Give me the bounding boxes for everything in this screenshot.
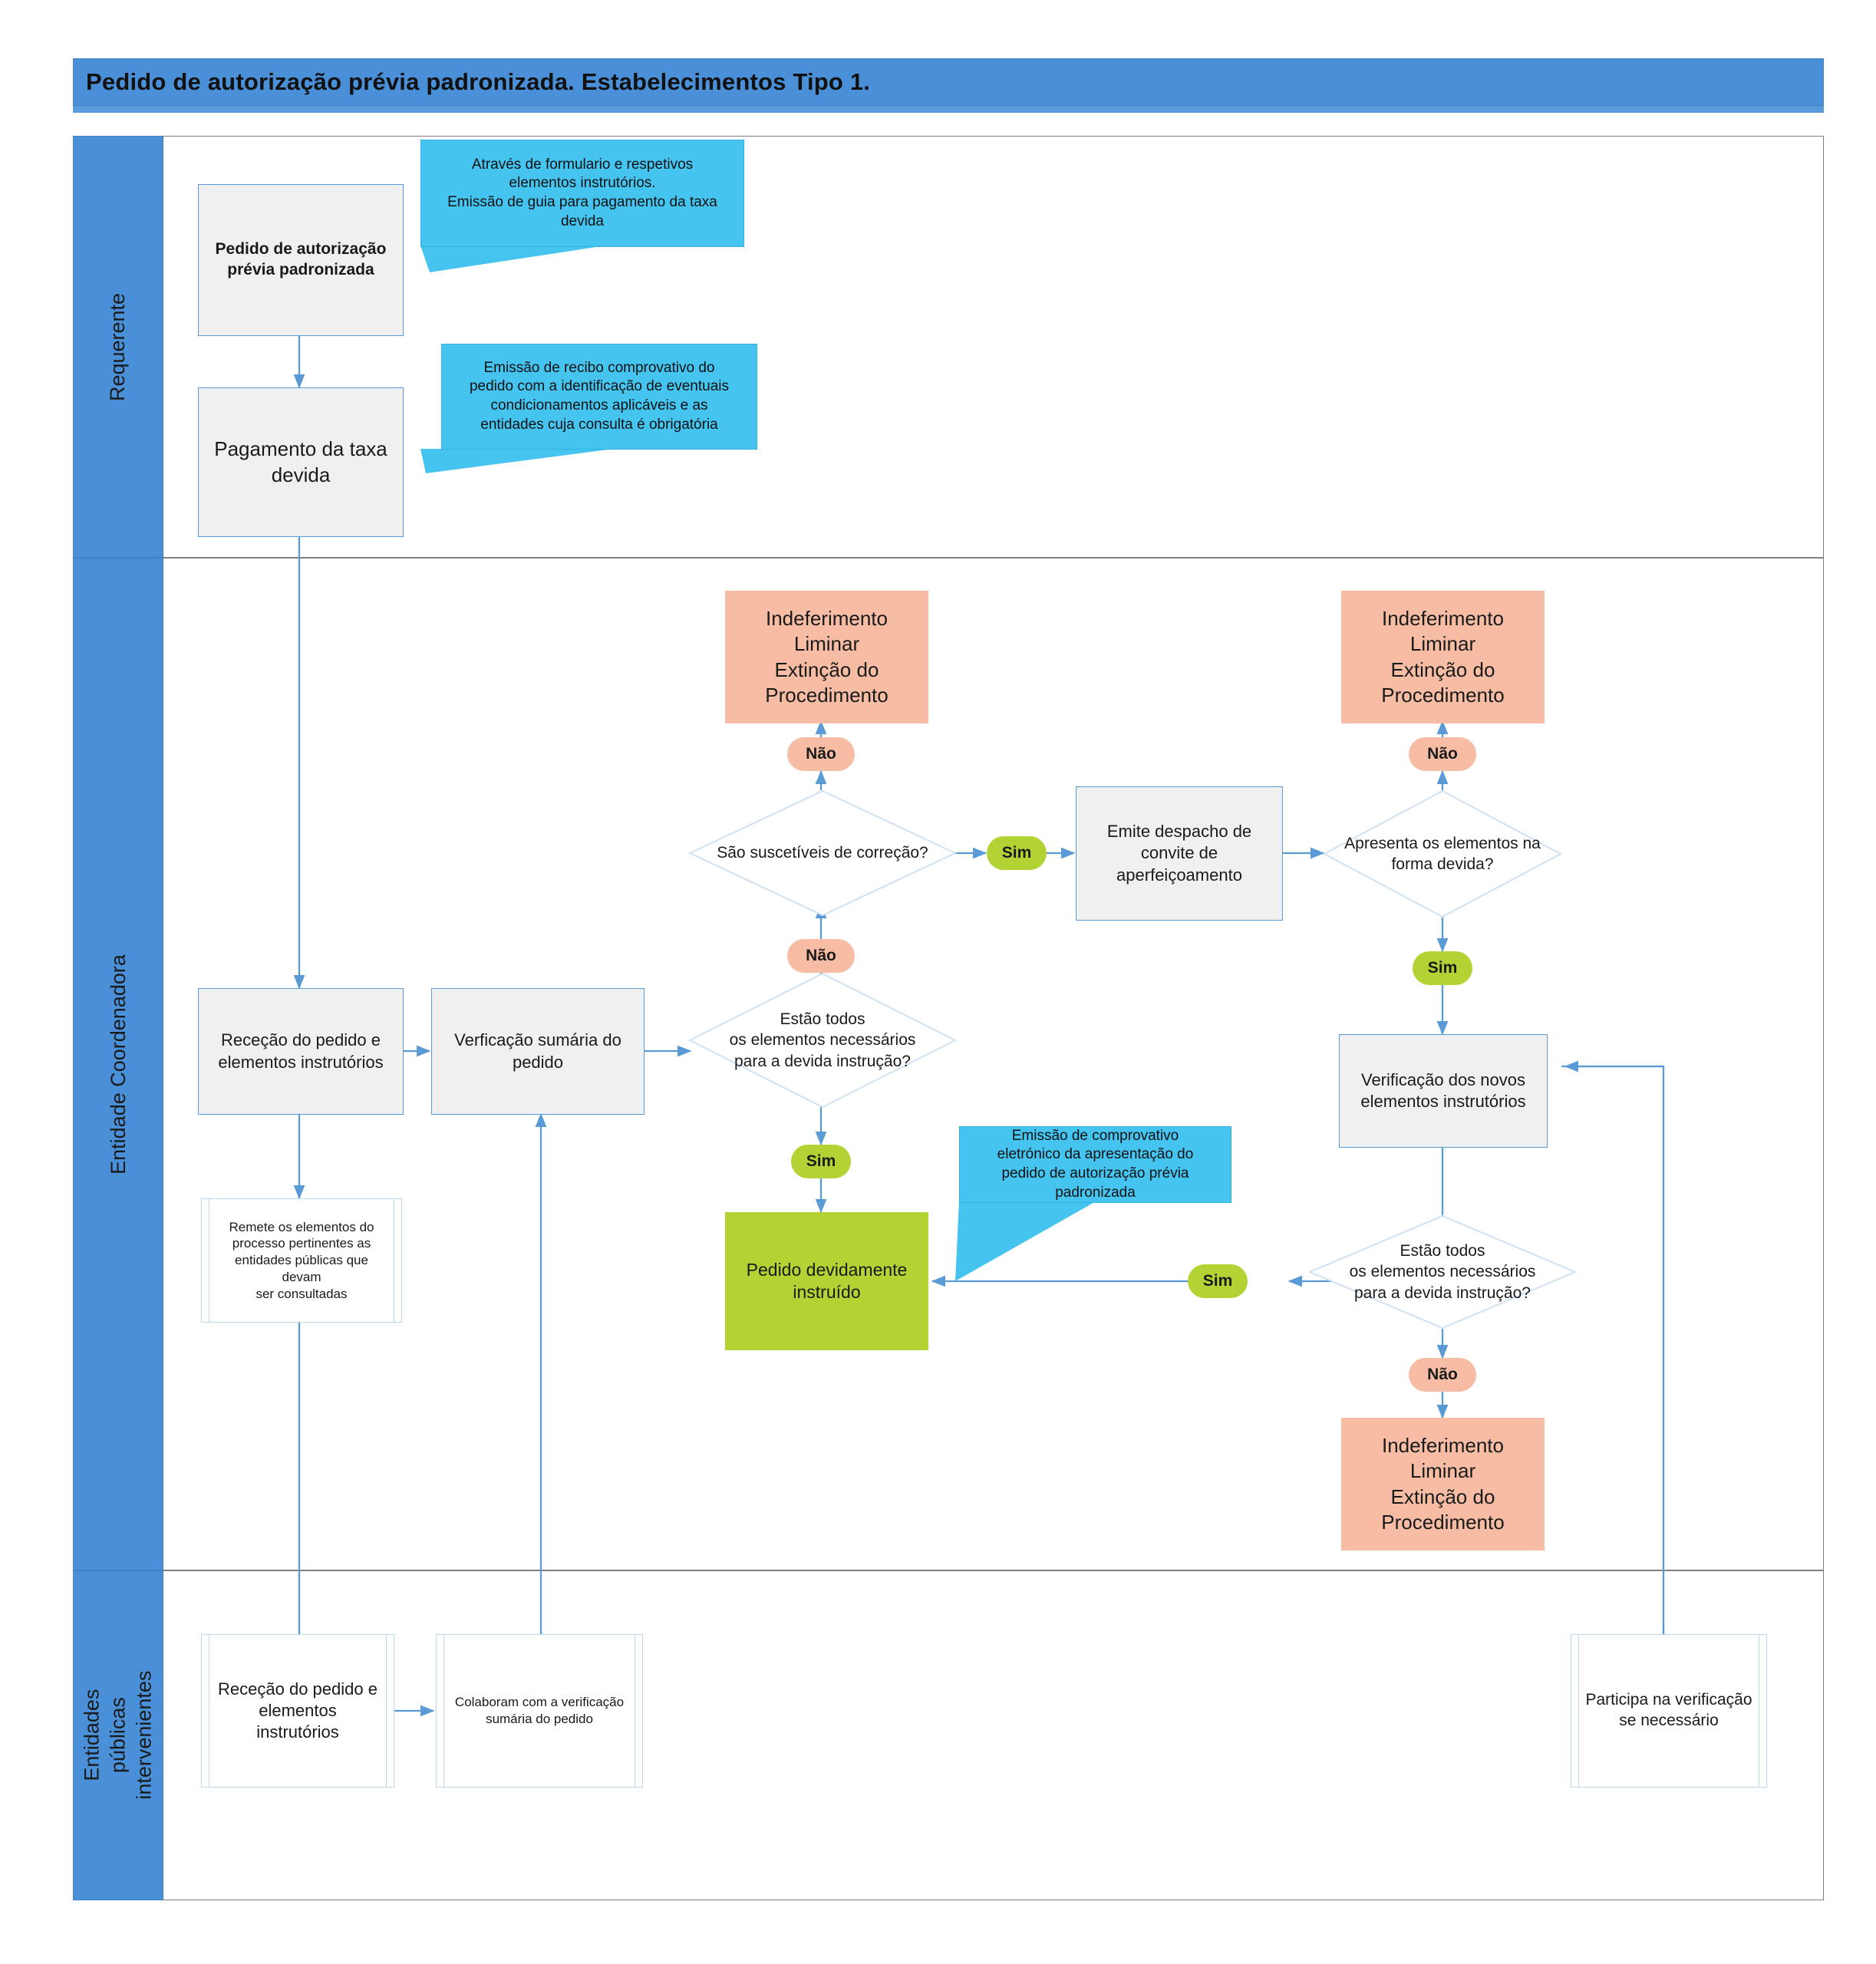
lane-label-requerente: Requerente [106,292,130,401]
decision-elementos-necessarios-1-label: Estão todos os elementos necessários par… [729,1010,916,1070]
node-indeferimento-3-label: Indeferimento Liminar Extinção do Proced… [1381,1433,1505,1534]
node-remete-elementos[interactable]: Remete os elementos do processo pertinen… [201,1198,402,1323]
node-recepcao-pedido-ec-label: Receção do pedido e elementos instrutóri… [218,1030,384,1072]
lane-label-entidades-publicas: Entidades públicas intervenientes [80,1670,155,1801]
node-remete-elementos-label: Remete os elementos do processo pertinen… [229,1219,374,1301]
node-indeferimento-2[interactable]: Indeferimento Liminar Extinção do Proced… [1341,591,1545,723]
node-colaboram-verificacao[interactable]: Colaboram com a verificação sumária do p… [436,1634,643,1788]
node-verificacao-sumaria[interactable]: Verficação sumária do pedido [431,988,645,1115]
node-recepcao-pedido-ec[interactable]: Receção do pedido e elementos instrutóri… [198,988,404,1115]
node-pagamento-taxa[interactable]: Pagamento da taxa devida [198,387,404,537]
node-participa-verificacao[interactable]: Participa na verificação se necessário [1571,1634,1767,1788]
edge-label-sim-2-text: Sim [1427,959,1458,977]
diamond-shape [689,973,956,1108]
node-emite-despacho-label: Emite despacho de convite de aperfeiçoam… [1106,822,1252,885]
decision-elementos-necessarios-2-label: Estão todos os elementos necessários par… [1349,1242,1536,1302]
edge-label-nao-1: Não [787,737,855,771]
node-emite-despacho[interactable]: Emite despacho de convite de aperfeiçoam… [1076,786,1283,921]
node-indeferimento-1-label: Indeferimento Liminar Extinção do Proced… [765,606,889,707]
node-verificacao-novos[interactable]: Verificação dos novos elementos instrutó… [1339,1034,1548,1148]
callout-comprovativo-text: Emissão de comprovativo eletrónico da ap… [997,1127,1194,1201]
diamond-shape [1309,1215,1576,1329]
edge-label-sim-4: Sim [1188,1264,1248,1298]
lane-label-entidade-coordenadora: Entidade Coordenadora [106,954,130,1175]
callout-recibo: Emissão de recibo comprovativo do pedido… [441,344,757,450]
callout-comprovativo: Emissão de comprovativo eletrónico da ap… [959,1126,1231,1203]
edge-label-nao-2: Não [787,939,855,973]
decision-elementos-necessarios-2[interactable]: Estão todos os elementos necessários par… [1309,1215,1576,1329]
node-recepcao-pedido-ep[interactable]: Receção do pedido e elementos instrutóri… [201,1634,394,1788]
node-pagamento-taxa-label: Pagamento da taxa devida [214,437,387,486]
callout-formulario-text: Através de formulario e respetivos eleme… [447,156,717,229]
lane-header-requerente: Requerente [73,136,163,558]
lane-header-entidade-coordenadora: Entidade Coordenadora [73,558,163,1570]
decision-elementos-necessarios-1[interactable]: Estão todos os elementos necessários par… [689,973,956,1108]
node-verificacao-novos-label: Verificação dos novos elementos instrutó… [1360,1069,1526,1111]
edge-label-sim-3: Sim [791,1145,851,1178]
diagram-title-banner: Pedido de autorização prévia padronizada… [73,58,1824,106]
decision-apresenta-forma-devida-label: Apresenta os elementos na forma devida? [1344,834,1541,873]
diamond-shape [689,790,956,916]
title-banner-shadow [73,106,1824,113]
node-pedido-autorizacao[interactable]: Pedido de autorização prévia padronizada [198,184,404,336]
page-title: Pedido de autorização prévia padronizada… [86,68,871,95]
edge-label-sim-3-text: Sim [806,1152,836,1170]
node-pedido-instruido-label: Pedido devidamente instruído [746,1259,908,1302]
decision-suscetiveis-correcao-label: São suscetíveis de correção? [717,844,928,862]
diamond-shape [1324,790,1561,918]
edge-label-sim-4-text: Sim [1202,1272,1233,1290]
node-indeferimento-3[interactable]: Indeferimento Liminar Extinção do Proced… [1341,1418,1545,1550]
node-recepcao-pedido-ep-label: Receção do pedido e elementos instrutóri… [218,1679,378,1742]
node-indeferimento-1[interactable]: Indeferimento Liminar Extinção do Proced… [725,591,928,723]
callout-recibo-text: Emissão de recibo comprovativo do pedido… [469,359,729,433]
node-participa-verificacao-label: Participa na verificação se necessário [1585,1691,1752,1729]
edge-label-nao-1-text: Não [806,745,836,763]
node-verificacao-sumaria-label: Verficação sumária do pedido [454,1030,621,1072]
node-colaboram-verificacao-label: Colaboram com a verificação sumária do p… [454,1695,625,1726]
edge-label-nao-3-text: Não [1427,745,1458,763]
decision-suscetiveis-correcao[interactable]: São suscetíveis de correção? [689,790,956,916]
node-indeferimento-2-label: Indeferimento Liminar Extinção do Proced… [1381,606,1505,707]
node-pedido-instruido[interactable]: Pedido devidamente instruído [725,1212,928,1350]
decision-apresenta-forma-devida[interactable]: Apresenta os elementos na forma devida? [1324,790,1561,918]
lane-header-entidades-publicas: Entidades públicas intervenientes [73,1570,163,1900]
edge-label-sim-1-text: Sim [1001,844,1032,862]
edge-label-nao-4: Não [1409,1358,1476,1392]
edge-label-sim-1: Sim [987,836,1047,870]
edge-label-nao-4-text: Não [1427,1366,1458,1383]
edge-label-nao-2-text: Não [806,947,836,964]
node-pedido-autorizacao-label: Pedido de autorização prévia padronizada [215,240,387,278]
callout-formulario: Através de formulario e respetivos eleme… [420,140,744,247]
edge-label-nao-3: Não [1409,737,1476,771]
edge-label-sim-2: Sim [1413,951,1472,985]
